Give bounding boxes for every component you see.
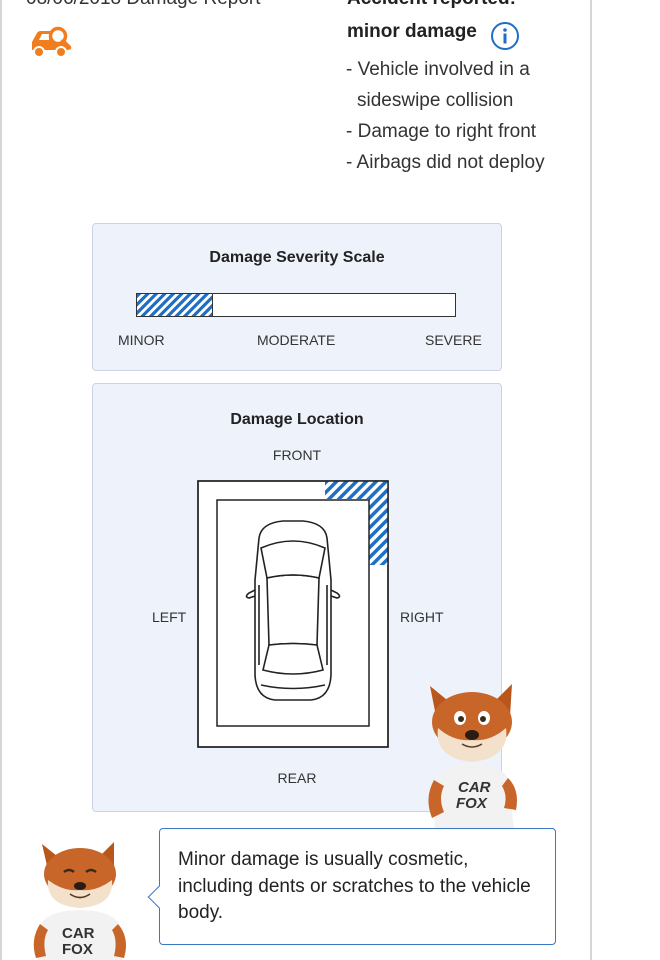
mascot-shirt-text: FOX [456, 795, 488, 812]
mascot-shirt-text: CAR [62, 925, 95, 942]
detail-item: - Damage to right front [346, 121, 537, 142]
car-fox-mascot-small: CAR FOX [33, 842, 126, 960]
direction-label-rear: REAR [277, 770, 317, 786]
mascot-speech-text: Minor damage is usually cosmetic, includ… [178, 849, 531, 923]
damage-location-panel: Damage Location FRONT LEFT RIGHT REAR [92, 383, 502, 812]
scale-label-moderate: MODERATE [257, 332, 336, 348]
scale-label-severe: SEVERE [425, 332, 482, 348]
damage-location-title: Damage Location [230, 411, 364, 428]
report-date-heading: 08/06/2018 Damage Report [26, 0, 261, 10]
severity-scale-bar [136, 293, 456, 317]
scale-label-minor: MINOR [118, 332, 165, 348]
direction-label-right: RIGHT [400, 609, 444, 625]
report-card: 08/06/2018 Damage Report Accident report… [0, 0, 592, 960]
severity-scale-title: Damage Severity Scale [209, 249, 385, 266]
mascot-shirt-text: CAR [458, 779, 491, 796]
mascot-shirt-text: FOX [62, 941, 93, 958]
accident-detail-list: - Vehicle involved in a sideswipe collis… [346, 54, 586, 178]
info-icon[interactable] [490, 21, 520, 51]
car-search-icon [32, 26, 72, 58]
damage-zone-right-front [369, 481, 388, 565]
car-fox-mascot: CAR FOX [428, 684, 517, 830]
direction-label-left: LEFT [152, 609, 187, 625]
car-outline-icon [245, 520, 341, 701]
speech-bubble-pointer [147, 885, 171, 909]
accident-reported-title: Accident reported: [347, 0, 516, 10]
severity-scale-fill [137, 294, 214, 316]
direction-label-front: FRONT [272, 447, 322, 463]
damage-severity-text: minor damage [347, 21, 477, 42]
detail-item: - Vehicle involved in a sideswipe collis… [346, 59, 530, 111]
car-damage-diagram [197, 480, 389, 748]
mascot-speech-bubble: Minor damage is usually cosmetic, includ… [147, 828, 556, 945]
severity-scale-panel: Damage Severity Scale MINOR MODERATE SEV… [92, 223, 502, 371]
detail-item: - Airbags did not deploy [346, 152, 545, 173]
